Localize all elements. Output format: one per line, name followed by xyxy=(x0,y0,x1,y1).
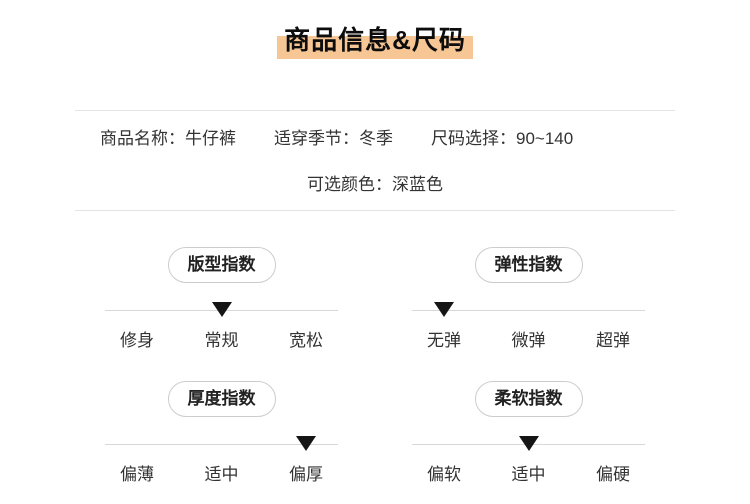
thickness-options: 偏薄 适中 偏厚 xyxy=(105,463,338,487)
scale-option: 偏薄 xyxy=(120,465,154,484)
fit-scale-line xyxy=(105,302,338,317)
scale-marker-triangle xyxy=(296,436,317,451)
elasticity-pill-row: 弹性指数 xyxy=(412,247,645,283)
title-wrap: 商品信息&尺码 xyxy=(277,22,473,59)
thickness-scale-line xyxy=(105,436,338,451)
scale-option: 宽松 xyxy=(289,331,323,350)
season-label: 适穿季节： xyxy=(274,129,359,148)
scale-option: 微弹 xyxy=(511,331,546,350)
scale-option: 修身 xyxy=(120,331,154,350)
softness-pill-row: 柔软指数 xyxy=(412,381,645,417)
scale-marker-triangle xyxy=(433,302,454,317)
fit-pill-row: 版型指数 xyxy=(105,247,338,283)
title-highlight xyxy=(277,36,473,59)
season-field: 适穿季节：冬季 xyxy=(274,127,393,151)
scale-option: 适中 xyxy=(511,465,546,484)
scale-option: 偏硬 xyxy=(596,465,630,484)
scale-marker-triangle xyxy=(211,302,232,317)
index-title-pill: 柔软指数 xyxy=(474,381,583,417)
softness-scale-line xyxy=(412,436,645,451)
info-divider-top xyxy=(75,110,675,111)
scale-option: 偏软 xyxy=(427,465,461,484)
scale-option: 常规 xyxy=(204,331,239,350)
index-title-pill: 版型指数 xyxy=(167,247,276,283)
product-info-row: 商品名称：牛仔裤 适穿季节：冬季 尺码选择：90~140 xyxy=(75,127,675,151)
product-info: 商品名称：牛仔裤 适穿季节：冬季 尺码选择：90~140 可选颜色：深蓝色 xyxy=(75,127,675,197)
color-field: 可选颜色：深蓝色 xyxy=(75,173,675,197)
elasticity-options: 无弹 微弹 超弹 xyxy=(412,329,645,353)
index-title-pill: 弹性指数 xyxy=(474,247,583,283)
elasticity-scale-line xyxy=(412,302,645,317)
index-section-elasticity: 弹性指数 无弹 微弹 超弹 xyxy=(412,247,645,353)
scale-option: 偏厚 xyxy=(289,465,323,484)
size-field: 尺码选择：90~140 xyxy=(431,127,573,151)
scale-option: 适中 xyxy=(204,465,239,484)
fit-options: 修身 常规 宽松 xyxy=(105,329,338,353)
scale-option: 无弹 xyxy=(427,331,461,350)
page-title: 商品信息&尺码 xyxy=(284,25,466,55)
index-section-thickness: 厚度指数 偏薄 适中 偏厚 xyxy=(105,381,338,487)
thickness-pill-row: 厚度指数 xyxy=(105,381,338,417)
color-label: 可选颜色： xyxy=(307,175,392,194)
size-label: 尺码选择： xyxy=(431,129,516,148)
softness-options: 偏软 适中 偏硬 xyxy=(412,463,645,487)
index-title-pill: 厚度指数 xyxy=(167,381,276,417)
product-name-label: 商品名称： xyxy=(100,129,185,148)
index-section-fit: 版型指数 修身 常规 宽松 xyxy=(105,247,338,353)
season-value: 冬季 xyxy=(359,129,393,148)
color-value: 深蓝色 xyxy=(392,175,443,194)
product-name-value: 牛仔裤 xyxy=(185,129,236,148)
info-divider-bottom xyxy=(75,210,675,211)
scale-option: 超弹 xyxy=(596,331,630,350)
index-grid: 版型指数 修身 常规 宽松 弹性指数 无弹 微弹 超弹 xyxy=(105,247,645,487)
size-value: 90~140 xyxy=(516,129,574,148)
product-name-field: 商品名称：牛仔裤 xyxy=(100,127,236,151)
index-section-softness: 柔软指数 偏软 适中 偏硬 xyxy=(412,381,645,487)
scale-marker-triangle xyxy=(518,436,539,451)
section-title: 商品信息&尺码 xyxy=(0,0,750,59)
